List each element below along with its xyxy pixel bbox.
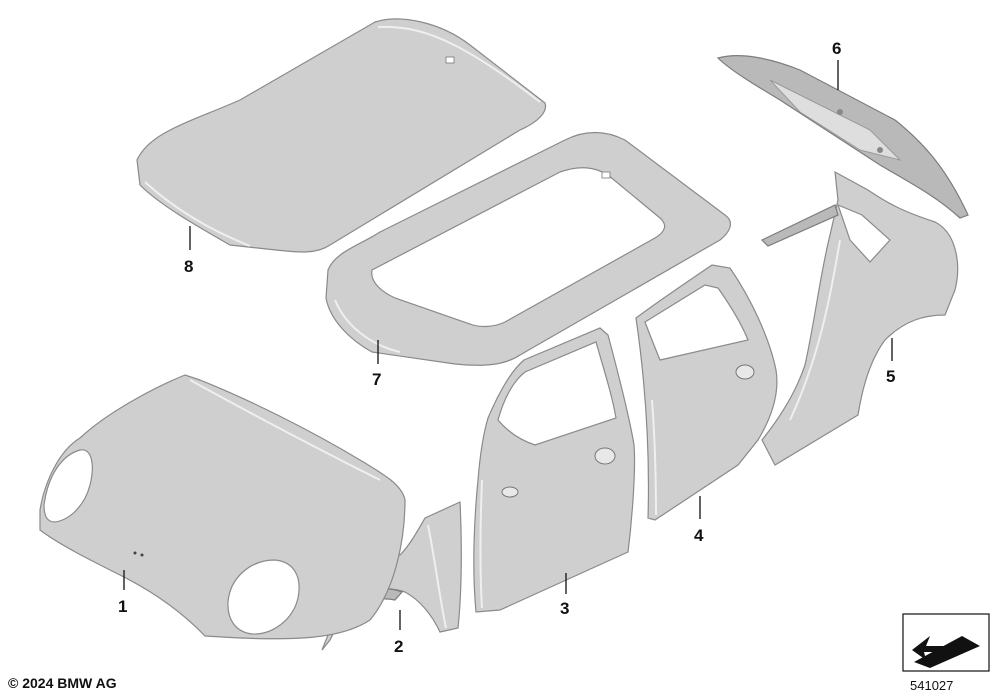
callout-7: 7 [372, 370, 381, 389]
rear-panel [716, 55, 969, 219]
callout-6: 6 [832, 39, 841, 58]
callout-4: 4 [694, 526, 704, 545]
callout-2: 2 [394, 637, 403, 656]
callout-5: 5 [886, 367, 895, 386]
roof-opening-panel [325, 131, 732, 366]
front-door [473, 327, 636, 613]
view-direction-icon [902, 613, 990, 672]
callout-labels: 1 2 3 4 5 6 7 8 [118, 39, 895, 656]
callout-8: 8 [184, 257, 193, 276]
image-number: 541027 [910, 678, 954, 693]
roof-panel [136, 18, 547, 253]
callout-1: 1 [118, 597, 127, 616]
callout-3: 3 [560, 599, 569, 618]
bonnet-panel [39, 374, 406, 640]
copyright-text: © 2024 BMW AG [8, 675, 117, 691]
rear-door [635, 264, 778, 521]
leader-lines [123, 60, 893, 630]
rear-side-frame [760, 170, 959, 466]
